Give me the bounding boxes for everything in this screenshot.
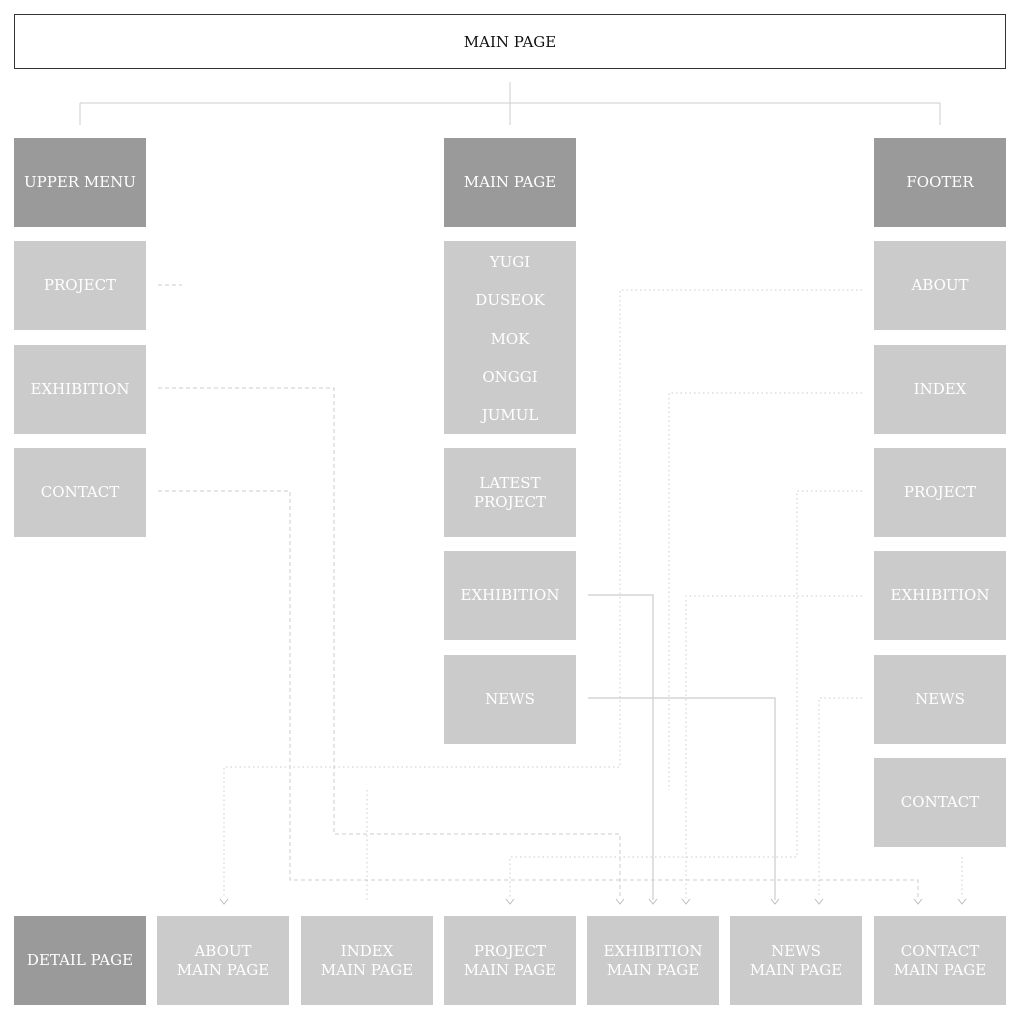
main-page-exhibition: EXHIBITION <box>444 551 576 640</box>
category-jumul: JUMUL <box>481 406 539 424</box>
upper-menu-links <box>158 284 919 898</box>
arrow-heads <box>219 898 967 905</box>
detail-page-header: DETAIL PAGE <box>14 916 146 1005</box>
upper-menu-project: PROJECT <box>14 241 146 330</box>
footer-header: FOOTER <box>874 138 1006 227</box>
footer-index: INDEX <box>874 345 1006 434</box>
category-yugi: YUGI <box>489 253 531 271</box>
detail-contact-main-page: CONTACT MAIN PAGE <box>874 916 1006 1005</box>
main-page-category-list: YUGI DUSEOK MOK ONGGI JUMUL <box>444 241 576 434</box>
upper-menu-contact: CONTACT <box>14 448 146 537</box>
main-page-header: MAIN PAGE <box>444 138 576 227</box>
category-onggi: ONGGI <box>482 368 538 386</box>
detail-news-main-page: NEWS MAIN PAGE <box>730 916 862 1005</box>
main-page-latest-project: LATEST PROJECT <box>444 448 576 537</box>
detail-project-main-page: PROJECT MAIN PAGE <box>444 916 576 1005</box>
category-duseok: DUSEOK <box>475 291 545 309</box>
detail-about-main-page: ABOUT MAIN PAGE <box>157 916 289 1005</box>
main-page-links <box>588 594 776 900</box>
footer-links <box>223 289 963 902</box>
upper-menu-exhibition: EXHIBITION <box>14 345 146 434</box>
detail-index-main-page: INDEX MAIN PAGE <box>301 916 433 1005</box>
main-page-title: MAIN PAGE <box>14 14 1006 69</box>
footer-exhibition: EXHIBITION <box>874 551 1006 640</box>
footer-news: NEWS <box>874 655 1006 744</box>
footer-project: PROJECT <box>874 448 1006 537</box>
tree-connector <box>79 82 941 125</box>
main-page-news: NEWS <box>444 655 576 744</box>
upper-menu-header: UPPER MENU <box>14 138 146 227</box>
category-mok: MOK <box>490 330 530 348</box>
detail-exhibition-main-page: EXHIBITION MAIN PAGE <box>587 916 719 1005</box>
footer-about: ABOUT <box>874 241 1006 330</box>
footer-contact: CONTACT <box>874 758 1006 847</box>
